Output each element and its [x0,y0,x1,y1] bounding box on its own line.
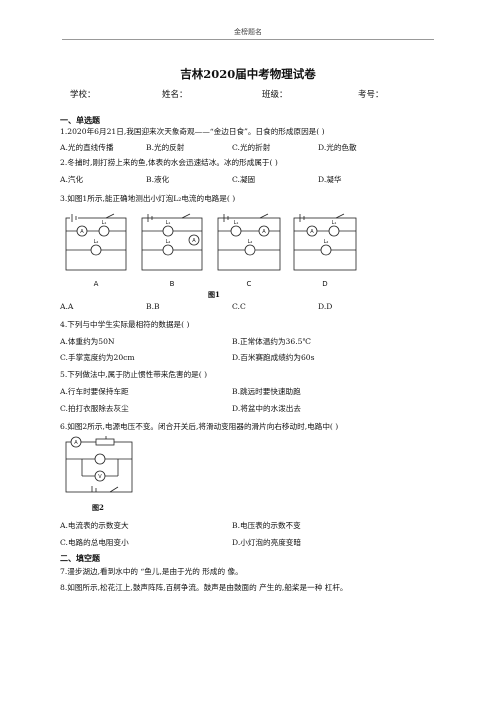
q2-option-c: C.凝固 [232,175,256,184]
circuit-d-lamp-2-icon [320,244,332,256]
q4-option-d: D.百米赛跑成绩约为60s [232,353,315,362]
q6-option-d: D.小灯泡的亮度变暗 [232,538,301,547]
circuit-2-ammeter-label: A [74,440,78,446]
circuit-a-letter: A [94,280,99,288]
question-8-stem: 8.如图所示,松花江上,鼓声阵阵,百舸争流。鼓声是由鼓面的 产生的,船桨是一种 … [60,583,348,592]
field-exam-number: 考号： [358,90,384,100]
circuit-2-voltmeter-label: V [98,474,102,480]
q4-option-a: A.体重约为50N [60,337,115,346]
question-1-stem: 1.2020年6月21日,我国迎来次天象奇观——“金边日食”。日食的形成原因是(… [60,127,325,136]
circuit-d-l2-label: L₂ [324,239,329,245]
circuit-a-l1-label: L₁ [102,220,107,226]
q2-option-a: A.汽化 [60,175,84,184]
q5-option-d: D.将盆中的水泼出去 [232,404,301,413]
circuit-b-ammeter-label: A [192,238,196,244]
q3-option-d: D.D [318,302,333,311]
q5-option-b: B.跳远时要快速助跑 [232,387,301,396]
circuit-d-switch-icon [335,213,345,219]
q6-option-b: B.电压表的示数不变 [232,521,301,530]
q6-option-a: A.电流表的示数变大 [60,521,129,530]
circuit-a-lamp-1-icon [98,225,110,237]
circuit-2-rheostat-icon [95,438,115,446]
circuit-2-switch-icon [109,486,119,493]
header-divider [62,39,434,40]
circuit-c-ammeter-icon [258,225,270,237]
q1-option-b: B.光的反射 [146,143,185,152]
q1-option-d: D.光的色散 [318,143,357,152]
q1-option-c: C.光的折射 [232,143,271,152]
circuit-d-ammeter-label: A [310,229,314,235]
circuit-a-switch-icon [105,213,115,219]
figure-2-circuit: A V [65,436,133,493]
figure-1-caption: 图1 [208,290,220,299]
circuit-a-l2-label: L₂ [94,239,99,245]
q6-option-c: C.电路的总电阻变小 [60,538,129,547]
q5-option-a: A.行车时要保持车距 [60,387,129,396]
circuit-b-switch-icon [181,213,191,219]
circuit-b-lamp-2-icon [162,244,174,256]
question-3-stem: 3.如图1所示,能正确地测出小灯泡L₂电流的电路是( ) [60,194,236,203]
circuit-a-ammeter-icon [76,225,88,237]
q2-option-b: B.液化 [146,175,170,184]
circuit-b-lamp-1-icon [162,225,174,237]
question-5-stem: 5.下列做法中,属于防止惯性带来危害的是( ) [60,370,208,379]
field-class: 班级： [262,90,288,100]
q1-option-a: A.光的直线传播 [60,143,114,152]
q3-option-b: B.B [146,302,160,311]
circuit-d-lamp-1-icon [328,225,340,237]
q4-option-b: B.正常体温约为36.5℃ [232,337,311,346]
circuit-2-ammeter-icon [70,436,82,448]
section-fill-in: 二、填空题 [60,553,100,563]
question-4-stem: 4.下列与中学生实际最相符的数据是( ) [60,320,190,329]
field-school: 学校： [70,90,96,100]
field-name: 姓名： [162,90,188,100]
circuit-b-ammeter-icon [188,234,200,246]
circuit-c-lamp-2-icon [244,244,256,256]
circuit-c-l1-label: L₁ [234,220,239,226]
circuit-b-letter: B [170,280,175,288]
circuit-a-ammeter-label: A [80,229,84,235]
circuit-a-lamp-2-icon [90,244,102,256]
page-header: 金榜题名 [234,28,262,36]
circuit-d-l1-label: L₁ [332,220,337,226]
circuit-2-wires [65,441,133,493]
q5-option-c: C.拍打衣服除去灰尘 [60,404,129,413]
q3-option-a: A.A [60,302,74,311]
circuit-c-letter: C [247,280,252,288]
circuit-b-l1-label: L₁ [166,220,171,226]
q2-option-d: D.凝华 [318,175,342,184]
question-7-stem: 7.漫步湖边,看到水中的 “鱼儿,是由于光的 形成的 像。 [60,567,243,576]
circuit-c-ammeter-label: A [262,229,266,235]
q4-option-c: C.手掌宽度约为20cm [60,353,135,362]
circuit-2-voltmeter-icon [94,470,106,482]
circuit-b-l2-label: L₂ [166,239,171,245]
exam-title: 吉林2020届中考物理试卷 [180,67,316,81]
circuit-d-ammeter-icon [306,225,318,237]
circuit-d-wires [293,217,357,271]
circuit-c-lamp-1-icon [230,225,242,237]
q3-option-c: C.C [232,302,246,311]
circuit-2-lamp-icon [94,453,106,465]
figure-1-circuits: A L₁ L₂ A L₁ L₂ A L₁ L₂ A L₁ L₂ A B C D [65,213,357,288]
circuit-c-l2-label: L₂ [248,239,253,245]
question-6-stem: 6.如图2所示,电源电压不变。闭合开关后,将滑动变阻器的滑片向右移动时,电路中(… [60,422,339,431]
circuit-c-switch-icon [259,213,269,219]
figure-2-caption: 图2 [92,503,104,512]
section-single-choice: 一、单选题 [60,115,100,125]
circuit-d-letter: D [322,280,327,288]
question-2-stem: 2.冬捕时,刚打捞上来的鱼,体表的水会迅速结冰。冰的形成属于( ) [60,158,278,167]
